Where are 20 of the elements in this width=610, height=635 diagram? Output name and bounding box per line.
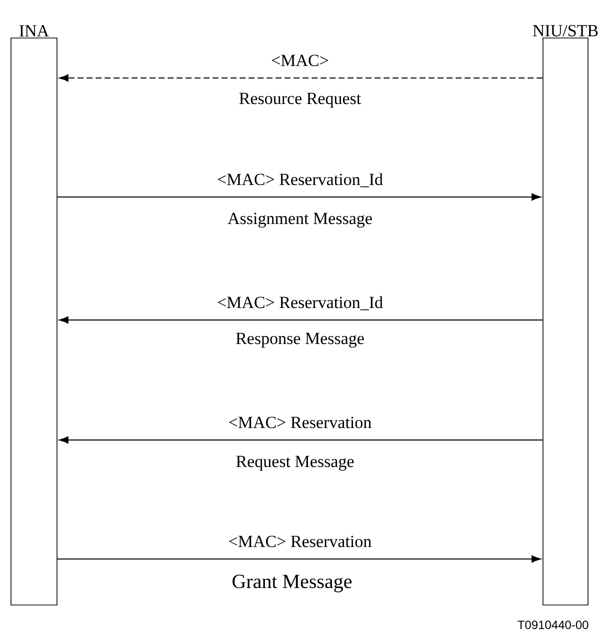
lifeline-bar: INA bbox=[10, 25, 58, 606]
edge-label: <MAC> Reservation_Id bbox=[218, 296, 383, 310]
edge-label: <MAC> bbox=[272, 54, 328, 66]
message-name: Assignment Message bbox=[228, 212, 372, 228]
message-name: Request Message bbox=[236, 456, 354, 471]
message-name: Response Message bbox=[236, 332, 364, 348]
arrow bbox=[59, 316, 543, 324]
node-label: NIU/STB bbox=[532, 24, 598, 36]
arrow bbox=[59, 436, 543, 444]
lifeline-bar: NIU/STB bbox=[532, 24, 598, 606]
node-label: INA bbox=[20, 25, 49, 36]
arrow bbox=[57, 193, 541, 201]
message-name: Grant Message bbox=[232, 574, 352, 592]
edge-label: <MAC> Reservation_Id bbox=[218, 173, 383, 188]
arrow bbox=[57, 555, 541, 563]
message-name: Resource Request bbox=[239, 92, 362, 108]
figure-number: T0910440-00 bbox=[518, 620, 588, 630]
edge-label: <MAC> Reservation bbox=[229, 416, 372, 428]
edge-label: <MAC> Reservation bbox=[229, 536, 372, 548]
arrow bbox=[59, 74, 543, 82]
